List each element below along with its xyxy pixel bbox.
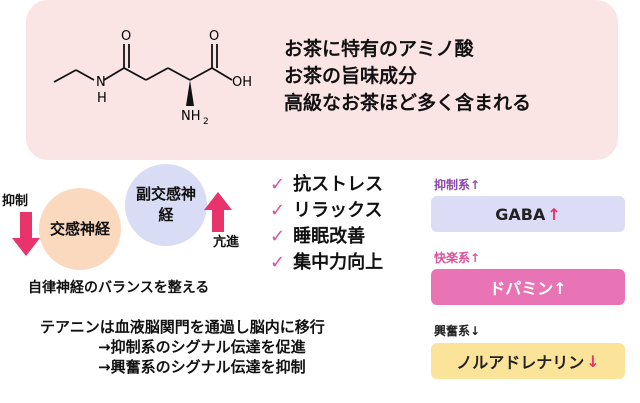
list-item: ✓集中力向上 (270, 252, 384, 273)
bond-chain2 (145, 67, 169, 81)
mechanism-text: テアニンは血液脳関門を通過し脳内に移行 →抑制系のシグナル伝達を促進 →興奮系の… (40, 317, 325, 377)
wedge-bond (186, 80, 194, 106)
mechanism-line: テアニンは血液脳関門を通過し脳内に移行 (40, 318, 325, 336)
noradrenaline-box: ノルアドレナリン↓ (431, 343, 625, 379)
list-item: ✓睡眠改善 (270, 226, 366, 247)
down-arrow-icon: ↓ (586, 351, 600, 371)
atom-o1: O (121, 29, 131, 44)
sympathetic-node: 交感神経 (39, 188, 121, 270)
check-icon: ✓ (270, 252, 286, 273)
atom-nh2: NH (181, 109, 201, 124)
list-item: ✓抗ストレス (270, 174, 384, 195)
benefit-list: ✓抗ストレス ✓リラックス ✓睡眠改善 ✓集中力向上 (270, 172, 383, 276)
atom-o2: O (209, 29, 219, 44)
up-arrow-icon (204, 192, 232, 232)
sympathetic-label: 交感神経 (50, 219, 111, 238)
up-arrow-icon: ↑ (547, 204, 561, 224)
suppress-label: 抑制 (2, 194, 29, 209)
description-line: お茶の旨味成分 (284, 65, 418, 87)
list-item: ✓リラックス (270, 200, 383, 221)
bond-oh (211, 67, 233, 81)
bond-chain3 (167, 67, 191, 81)
description-line: お茶に特有のアミノ酸 (284, 38, 474, 60)
balance-text: 自律神経のバランスを整える (28, 280, 210, 296)
bond-cooh (189, 67, 213, 81)
bond-ethyl (53, 69, 77, 83)
inhibitory-system-label: 抑制系↑ (434, 178, 481, 192)
top-panel (26, 0, 618, 160)
mechanism-line: →興奮系のシグナル伝達を抑制 (98, 358, 306, 376)
theanine-description: お茶に特有のアミノ酸 お茶の旨味成分 高級なお茶ほど多く含まれる (284, 36, 531, 117)
dopamine-box: ドパミン↑ (431, 269, 625, 305)
bond-chain1 (123, 67, 147, 81)
mechanism-line: →抑制系のシグナル伝達を促進 (98, 338, 306, 356)
atom-oh: OH (232, 75, 252, 90)
description-line: 高級なお茶ほど多く含まれる (284, 92, 532, 114)
activate-label: 亢進 (213, 235, 240, 250)
parasympathetic-label: 副交感神経 (136, 185, 197, 224)
down-arrow-icon (12, 212, 40, 256)
bond-n-c (103, 67, 125, 81)
atom-h: H (97, 91, 107, 106)
reward-system-label: 快楽系↑ (434, 251, 481, 265)
check-icon: ✓ (270, 226, 286, 247)
excitatory-system-label: 興奮系↓ (434, 324, 481, 338)
parasympathetic-node: 副交感神経 (125, 164, 207, 246)
atom-n: N (96, 75, 106, 90)
atom-nh2-sub: 2 (203, 117, 209, 127)
gaba-box: GABA↑ (431, 196, 625, 232)
bond-ethyl-n (75, 69, 95, 81)
check-icon: ✓ (270, 200, 286, 221)
theanine-structure: N H O O OH NH 2 (53, 29, 252, 127)
check-icon: ✓ (270, 174, 286, 195)
